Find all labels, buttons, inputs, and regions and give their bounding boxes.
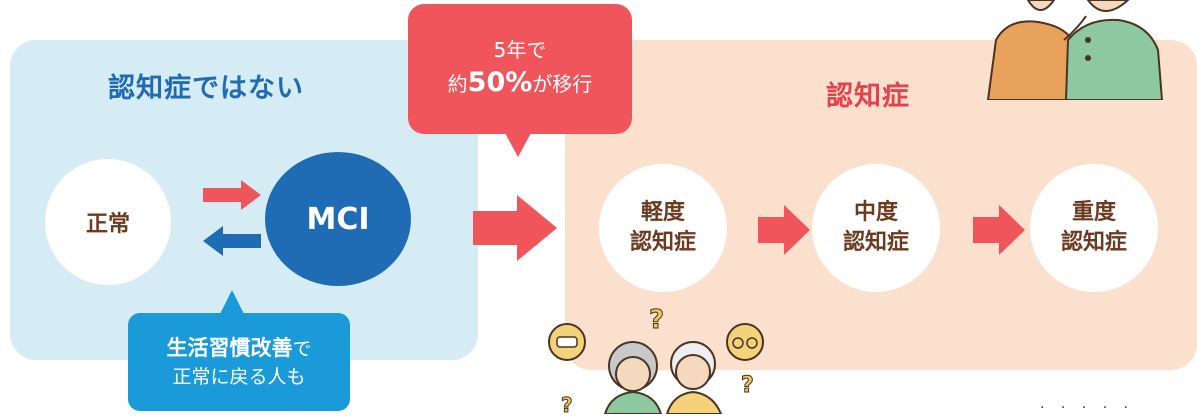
callout-line2: 約50%が移行 [448,64,593,102]
couple-illustration [986,0,1164,100]
partial-text-decoration: · · · · · [1040,400,1135,416]
transition-arrow-icon [473,195,557,261]
svg-text:?: ? [561,393,573,414]
callout-line1: 5年で [493,38,547,63]
moderate-dementia-node: 中度 認知症 [812,164,940,292]
mci-node: MCI [265,152,411,286]
progress-arrow-icon [203,180,261,210]
recovery-callout: 生活習慣改善で 正常に戻る人も [128,313,350,411]
mild-line2: 認知症 [629,230,696,255]
callout-pointer [505,133,531,157]
non-dementia-title: 認知症ではない [108,73,304,104]
normal-node: 正常 [45,159,171,285]
mild-line1: 軽度 [640,200,685,226]
stage-arrow-icon [973,205,1025,255]
mild-dementia-node: 軽度 認知症 [599,164,727,292]
callout-suffix: が移行 [532,72,593,97]
normal-label: 正常 [85,212,130,237]
moderate-line1: 中度 [853,200,898,226]
recovery-line1: 生活習慣改善で [166,333,311,364]
moderate-line2: 認知症 [842,230,909,255]
severe-dementia-node: 重度 認知症 [1030,164,1158,292]
svg-text:?: ? [741,373,754,398]
recovery-line2: 正常に戻る人も [172,365,306,388]
recovery-after: で [292,337,312,360]
callout-prefix: 約 [447,72,468,97]
severe-line2: 認知症 [1060,230,1127,255]
dementia-title: 認知症 [826,81,910,112]
recovery-callout-pointer [220,290,244,314]
transition-rate-callout: 5年で 約50%が移行 [408,4,632,134]
stage-arrow-icon [758,205,810,255]
confused-elderly-illustration: ? ? ? [548,306,764,414]
recovery-emphasis: 生活習慣改善 [166,335,293,360]
recover-arrow-icon [203,226,261,256]
callout-percent: 50% [467,67,533,99]
svg-text:?: ? [649,306,664,335]
mci-label: MCI [306,201,370,237]
severe-line1: 重度 [1071,200,1116,226]
